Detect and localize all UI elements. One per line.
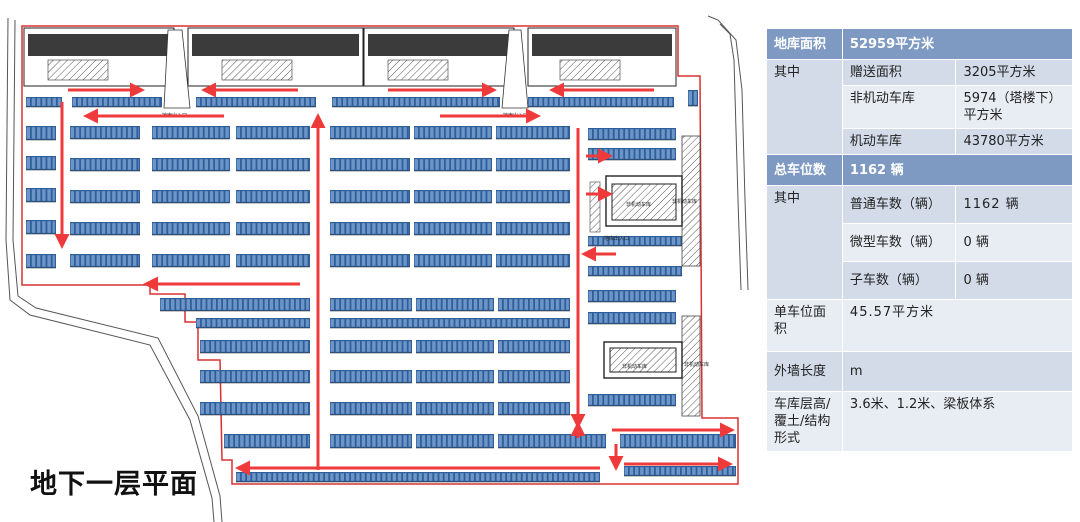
traffic-arrows: [54, 82, 735, 476]
room-label-2: 非机动车库: [622, 363, 647, 370]
area-label: 地库面积: [766, 28, 843, 60]
nonmotor-label: 非机动车库: [841, 85, 957, 129]
height-label: 车库层高/覆土/结构形式: [766, 391, 843, 452]
unit-area-value: 45.57平方米: [841, 299, 1074, 352]
gift-area-label: 赠送面积: [841, 59, 957, 86]
motor-row: 机动车库 43780平方米: [767, 128, 1073, 155]
motor-label: 机动车库: [841, 128, 957, 155]
garage-info-table: 地库面积 52959平方米 其中 赠送面积 3205平方米 非机动车库 5974…: [766, 28, 1074, 452]
basement-floor-plan: 地库出入口 地库出入口 地库出入口 非机动车库 非机动车库 非机动车库 非机动车…: [5, 15, 749, 522]
normal-row: 其中 普通车数（辆） 1162 辆: [766, 185, 1073, 300]
height-value: 3.6米、1.2米、梁板体系: [841, 391, 1074, 452]
gift-area-row: 其中 赠送面积 3205平方米: [766, 59, 1073, 155]
wall-row: 外墙长度 m: [766, 351, 1074, 392]
parking-stalls: [26, 90, 736, 483]
ramps: [163, 29, 529, 109]
nonmotor-value: 5974（塔楼下）平方米: [955, 85, 1073, 129]
spaces-value: 1162 辆: [841, 154, 1074, 186]
unit-area-row: 单车位面积 45.57平方米: [766, 299, 1074, 352]
child-label: 子车数（辆）: [841, 261, 957, 300]
unit-area-label: 单车位面积: [766, 299, 843, 352]
child-row: 子车数（辆） 0 辆: [767, 261, 1073, 300]
micro-row: 微型车数（辆） 0 辆: [767, 223, 1073, 262]
gift-area-value: 3205平方米: [955, 59, 1073, 86]
spaces-header-row: 总车位数 1162 辆: [766, 154, 1074, 186]
area-value: 52959平方米: [841, 28, 1074, 60]
ramp-label-3: 地库出入口: [604, 235, 629, 242]
spaces-sub-label: 其中: [766, 185, 843, 300]
micro-label: 微型车数（辆）: [841, 223, 957, 262]
site-boundary-lines: [5, 15, 749, 522]
normal-label: 普通车数（辆）: [841, 185, 957, 224]
normal-value: 1162 辆: [955, 185, 1073, 224]
core-label-2: 非机动车库: [684, 361, 709, 368]
core-label-1: 非机动车库: [672, 198, 697, 205]
wall-value: m: [841, 351, 1074, 392]
service-cores: [589, 135, 701, 417]
height-row: 车库层高/覆土/结构形式 3.6米、1.2米、梁板体系: [766, 391, 1074, 452]
motor-value: 43780平方米: [955, 128, 1073, 155]
room-label-1: 非机动车库: [626, 201, 651, 208]
micro-value: 0 辆: [955, 223, 1073, 262]
tower-blocks: [23, 27, 677, 87]
child-value: 0 辆: [955, 261, 1073, 300]
wall-label: 外墙长度: [766, 351, 843, 392]
area-header-row: 地库面积 52959平方米: [766, 28, 1074, 60]
area-sub-label: 其中: [766, 59, 843, 155]
spaces-label: 总车位数: [766, 154, 843, 186]
plan-title: 地下一层平面: [30, 469, 198, 500]
